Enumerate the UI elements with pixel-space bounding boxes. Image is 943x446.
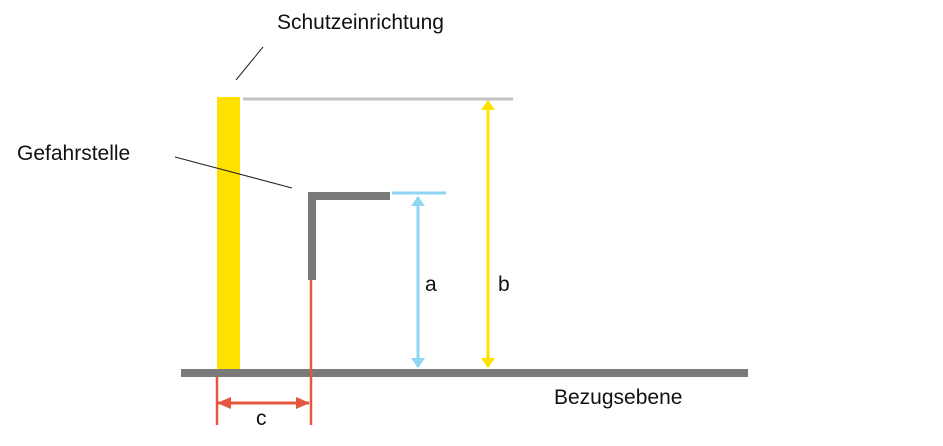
dim-c-label: c: [256, 407, 267, 430]
hazard-leader: [174, 156, 293, 189]
hazard-zone: [308, 192, 390, 280]
dim-b-label: b: [498, 273, 510, 296]
reference-plane: [181, 369, 748, 377]
hazard-zone-label: Gefahrstelle: [17, 142, 131, 165]
protective-device-leader: [235, 46, 264, 81]
dim-a-label: a: [425, 273, 437, 296]
protective-device-label: Schutzeinrichtung: [277, 11, 444, 34]
protective-device: [217, 97, 240, 370]
reference-plane-label: Bezugsebene: [554, 386, 683, 409]
